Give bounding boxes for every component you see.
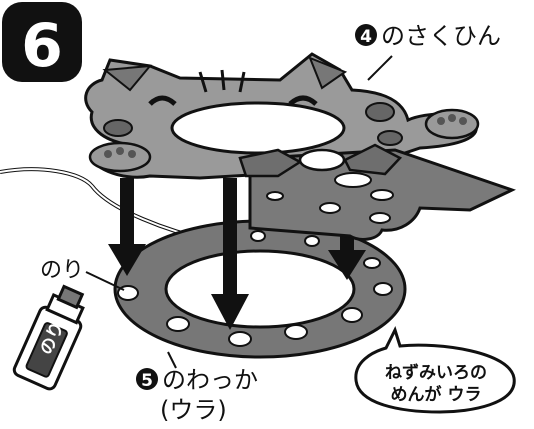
bubble-text-line2: めんが ウラ	[391, 384, 482, 405]
cat-stripes	[198, 69, 246, 93]
cat-cheek-spot	[377, 130, 403, 146]
ring-part	[113, 219, 407, 359]
cat-paw-right	[424, 108, 480, 140]
speech-bubble-shape	[354, 326, 516, 414]
glue-dot	[373, 282, 393, 296]
number-4-badge	[355, 24, 377, 46]
number-5-badge	[136, 368, 158, 390]
down-arrow-icon	[211, 178, 249, 330]
step-number: 6	[21, 11, 63, 81]
previous-work-text: のさくひん	[381, 22, 501, 50]
glue-dot	[284, 324, 308, 340]
mouse-part	[238, 143, 516, 241]
ring-hole	[164, 249, 356, 329]
step-number-badge-icon	[2, 2, 82, 82]
glue-label: のり	[40, 258, 84, 283]
cat-ear-right	[308, 56, 348, 90]
glue-dot	[250, 230, 266, 242]
ring-number: 5	[141, 371, 153, 391]
cat-face-hole	[170, 101, 346, 155]
glue-dot	[363, 257, 381, 269]
previous-work-leader-line	[367, 55, 393, 81]
cat-cheek-spot	[103, 119, 133, 137]
ring-label-line2: (ウラ)	[160, 396, 227, 424]
bow-right	[343, 143, 403, 176]
cat-eye-left	[148, 95, 177, 106]
ring-label: 5 のわっか (ウラ)	[136, 366, 258, 424]
speech-bubble-icon: ねずみいろの めんが ウラ	[354, 326, 516, 414]
previous-work-label: 4 のさくひん	[355, 22, 501, 50]
mouse-hole	[334, 172, 372, 188]
glue-dots	[117, 230, 393, 347]
bow-knot	[298, 148, 346, 172]
cat-eye-right	[288, 95, 318, 106]
glue-dot	[341, 307, 363, 323]
cat-cheek-spot	[365, 102, 395, 122]
mouse-hole	[369, 212, 391, 224]
ring-leader-line	[167, 351, 177, 369]
glue-dot	[304, 235, 320, 247]
ring-label-line1: のわっか	[162, 366, 258, 394]
down-arrow-icon	[108, 178, 146, 276]
mouse-hole	[319, 202, 341, 214]
glue-dot	[166, 316, 190, 332]
cat-paw-left	[88, 141, 152, 173]
previous-work-number: 4	[360, 27, 372, 47]
mouse-hole	[370, 189, 394, 201]
bow-left	[238, 148, 303, 178]
mouse-hole	[266, 191, 284, 201]
step-number-badge: 6	[2, 2, 82, 82]
cat-ear-left	[102, 64, 153, 92]
glue-dot	[228, 331, 252, 347]
bubble-text-line1: ねずみいろの	[385, 363, 487, 383]
glue-leader-line	[85, 271, 125, 291]
glue-bottle-icon	[12, 284, 85, 391]
